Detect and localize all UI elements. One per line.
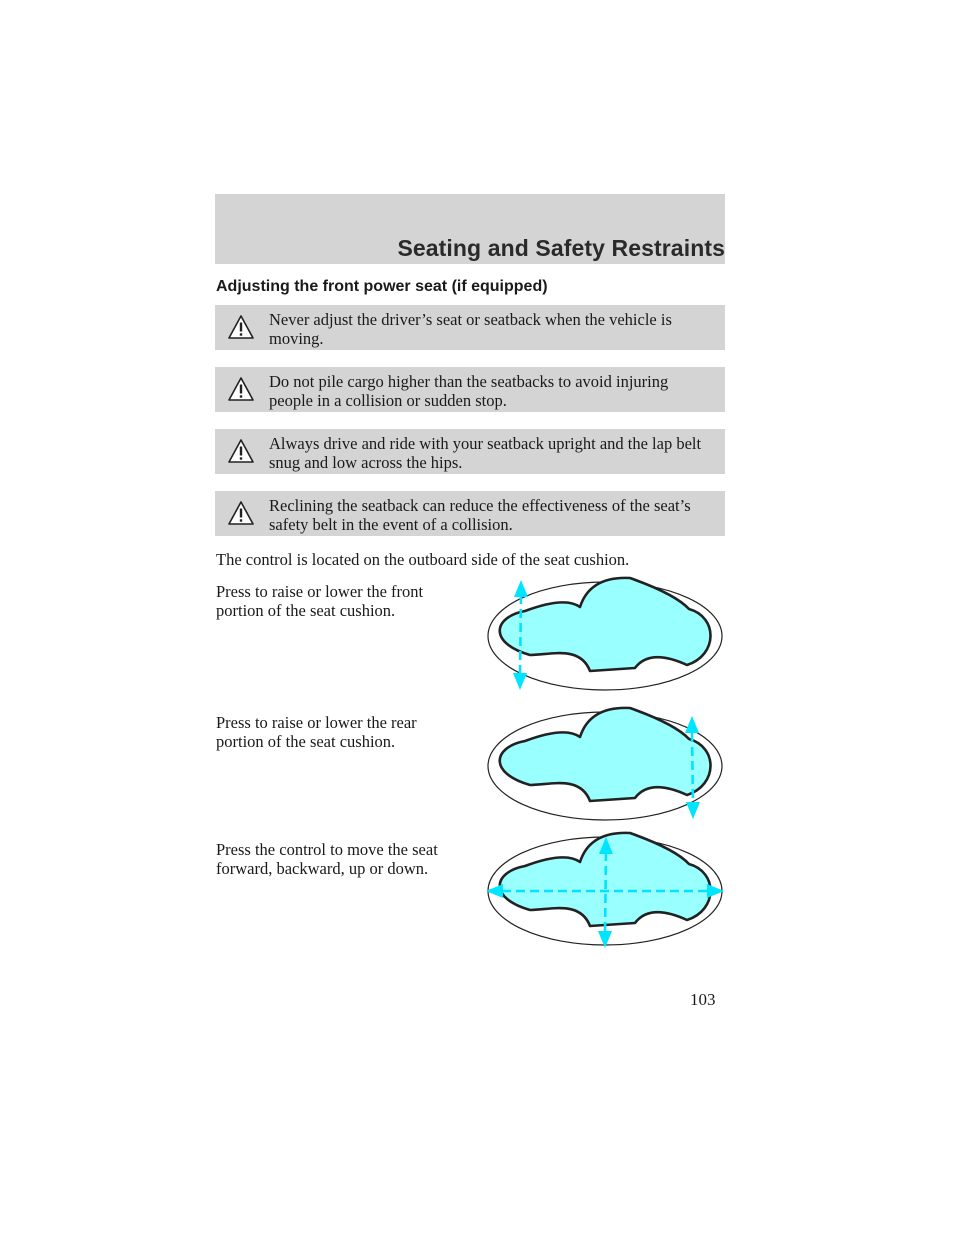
header-band: Seating and Safety Restraints [215, 194, 725, 264]
whole-seat-text: Press the control to move the seat forwa… [216, 840, 438, 878]
warning-box: Reclining the seatback can reduce the ef… [215, 491, 725, 536]
dashed-arrow-icon [685, 716, 700, 819]
control-location-text: The control is located on the outboard s… [216, 550, 630, 569]
rear-tilt-control-diagram [487, 706, 723, 821]
warning-triangle-icon [228, 501, 254, 525]
dashed-arrow-icon [598, 837, 613, 948]
section-heading: Adjusting the front power seat (if equip… [216, 278, 548, 295]
warning-text: Reclining the seatback can reduce the ef… [269, 496, 691, 534]
dashed-arrow-icon [486, 884, 724, 898]
rear-cushion-text: Press to raise or lower the rear portion… [216, 713, 417, 751]
warning-box: Always drive and ride with your seatback… [215, 429, 725, 474]
warning-text: Never adjust the driver’s seat or seatba… [269, 310, 672, 348]
page-number: 103 [690, 990, 716, 1009]
four-way-control-diagram [486, 831, 724, 948]
front-cushion-text: Press to raise or lower the front portio… [216, 582, 424, 620]
warning-text: Always drive and ride with your seatback… [269, 434, 702, 472]
warning-triangle-icon [228, 315, 254, 339]
front-tilt-control-diagram [487, 576, 723, 691]
dashed-arrow-icon [513, 580, 528, 690]
warning-text: Do not pile cargo higher than the seatba… [269, 372, 669, 410]
warning-box: Never adjust the driver’s seat or seatba… [215, 305, 725, 350]
warning-triangle-icon [228, 439, 254, 463]
warning-box: Do not pile cargo higher than the seatba… [215, 367, 725, 412]
warning-triangle-icon [228, 377, 254, 401]
page-header-title: Seating and Safety Restraints [397, 235, 725, 261]
